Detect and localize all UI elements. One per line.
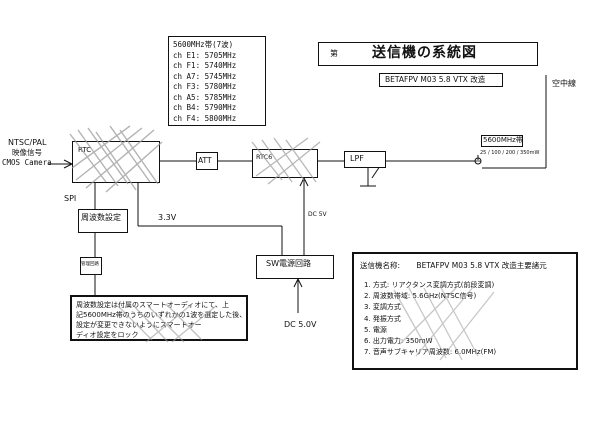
- freq-set-label: 周波数設定: [81, 213, 121, 222]
- note-box: 周波数設定は付属のスマートオーディオにて、上 記5600MHz帯のうちのいずれか…: [70, 295, 248, 341]
- spec-box: 送信機名称: BETAFPV M03 5.8 VTX 改造主要諸元 1. 方式:…: [352, 252, 578, 370]
- power-box-title: 5600MHz帯: [483, 136, 523, 144]
- sw-power-block: [256, 255, 334, 279]
- note-line: ディオ設定をロック: [76, 331, 139, 339]
- note-line: 記5600MHz帯のうちのいずれかの1波を選定した後、: [76, 311, 247, 319]
- lpf-block: [344, 151, 386, 168]
- spec-item: 2. 周波数帯域: 5.6GHz(NTSC信号): [364, 292, 477, 301]
- page-title: 送信機の系統図: [372, 45, 477, 61]
- spec-item: 3. 変調方式: [364, 303, 401, 312]
- att-label: ATT: [198, 156, 212, 165]
- freq-set-block: [78, 209, 128, 233]
- channel-row: ch F4: 5800MHz: [173, 113, 237, 123]
- model-box: [379, 73, 503, 87]
- spec-item: 5. 電源: [364, 325, 387, 334]
- channel-row: ch F1: 5740MHz: [173, 61, 237, 70]
- band-table-title: 5600MHz帯(7波): [173, 40, 234, 49]
- sw-power-label: SW電源回路: [266, 259, 311, 268]
- amplifier-label: RTC6: [256, 153, 273, 161]
- spec-item: 1. 方式: リアクタンス変調方式(前段変調): [364, 281, 495, 289]
- band-table: 5600MHz帯(7波) ch E1: 5705MHz ch F1: 5740M…: [168, 36, 266, 126]
- voltage-3v3-label: 3.3V: [158, 213, 177, 222]
- dc5v-small-label: DC 5V: [308, 211, 327, 218]
- model-label: BETAFPV M03 5.8 VTX 改造: [385, 75, 486, 84]
- spec-item: 4. 発振方式: [364, 314, 401, 323]
- note-line: 設定が変更できないようにスマートオー: [76, 321, 202, 329]
- management-box-label: 管理回路: [81, 262, 99, 267]
- title-prefix: 第: [330, 49, 338, 58]
- att-block: [196, 152, 218, 170]
- antenna-label: 空中線: [552, 79, 576, 88]
- spec-item: 7. 音声サブキャリア周波数: 6.0MHz(FM): [364, 348, 497, 357]
- input-label-video: 映像信号: [12, 148, 42, 157]
- spi-label: SPI: [64, 194, 77, 203]
- input-label-camera: CMOS Camera: [2, 158, 52, 167]
- spec-item: 6. 出力電力: 350mW: [364, 337, 433, 346]
- title-box: [318, 42, 538, 66]
- channel-row: ch E1: 5705MHz: [173, 50, 237, 60]
- management-box: [80, 257, 102, 275]
- spec-title-right: BETAFPV M03 5.8 VTX 改造主要諸元: [416, 261, 547, 270]
- input-label-signal: NTSC/PAL: [8, 138, 47, 147]
- spec-title-left: 送信機名称:: [360, 261, 401, 270]
- channel-row: ch A5: 5785MHz: [173, 92, 237, 102]
- channel-row: ch F3: 5780MHz: [173, 82, 237, 91]
- rtc-chip-label: RTC: [78, 146, 92, 154]
- power-levels: 25 / 100 / 200 / 350mW: [480, 150, 540, 156]
- note-line: 周波数設定は付属のスマートオーディオにて、上: [76, 301, 229, 309]
- channel-row: ch B4: 5790MHz: [173, 103, 237, 112]
- dc-input-label: DC 5.0V: [284, 320, 317, 329]
- power-box: [481, 135, 523, 147]
- lpf-label: LPF: [350, 154, 364, 163]
- channel-row: ch A7: 5745MHz: [173, 71, 237, 81]
